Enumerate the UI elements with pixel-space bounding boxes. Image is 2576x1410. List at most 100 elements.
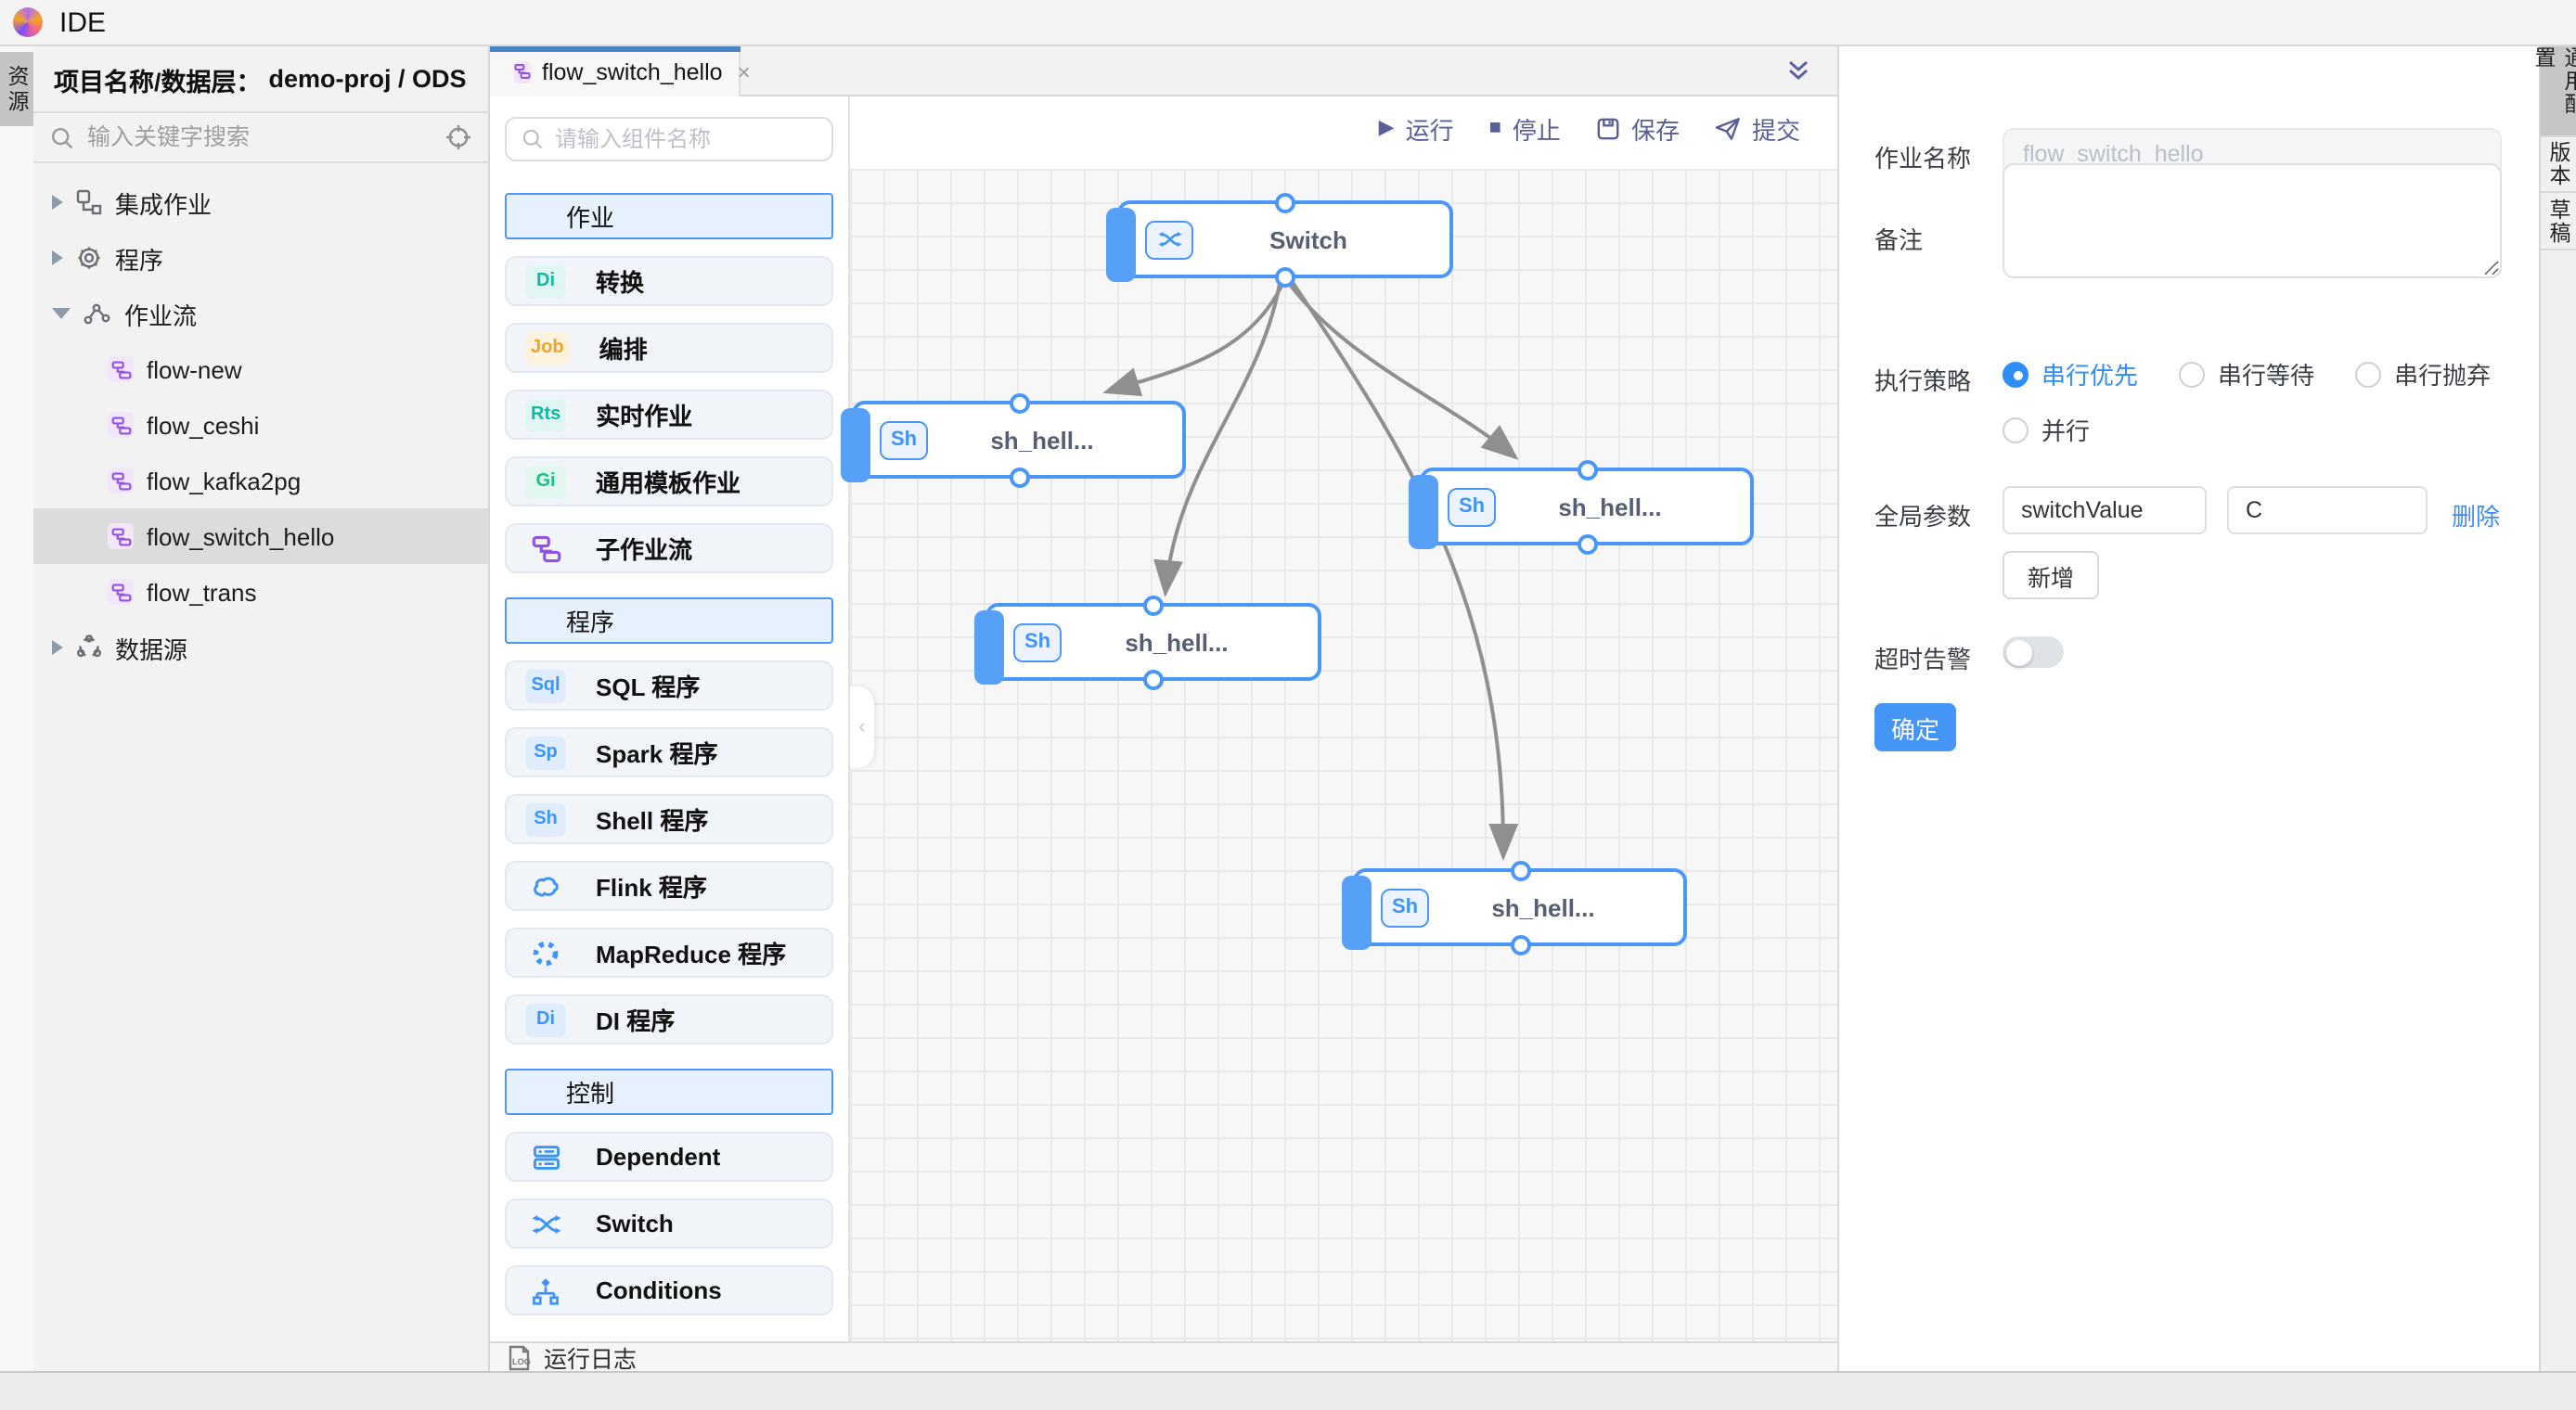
tree-group-integration[interactable]: 集成作业 xyxy=(33,174,488,230)
param-key-input[interactable] xyxy=(2003,486,2207,534)
port-in[interactable] xyxy=(1275,192,1295,212)
job-name-label: 作业名称 xyxy=(1874,145,1972,173)
port-out[interactable] xyxy=(1143,669,1164,689)
stop-icon: ■ xyxy=(1488,117,1501,139)
palette-item-orchestrate[interactable]: Job 编排 xyxy=(505,323,833,373)
timeout-toggle[interactable] xyxy=(2003,636,2064,668)
gi-badge: Gi xyxy=(525,465,566,498)
add-param-button[interactable]: 新增 xyxy=(2003,551,2099,599)
node-sh4[interactable]: Sh sh_hell... xyxy=(1342,860,1687,955)
chevron-double-down-icon[interactable] xyxy=(1785,58,1811,83)
tree-group-programs[interactable]: 程序 xyxy=(33,230,488,286)
palette-item-sql[interactable]: Sql SQL 程序 xyxy=(505,660,833,711)
tree-item-flow-switch-hello[interactable]: flow_switch_hello xyxy=(33,508,488,564)
palette-section-jobs[interactable]: 作业 xyxy=(505,193,833,239)
port-in[interactable] xyxy=(1577,459,1597,480)
edge-switch-sh1[interactable] xyxy=(1102,277,1287,397)
stop-button[interactable]: ■ 停止 xyxy=(1489,111,1561,147)
tree-label: flow_kafka2pg xyxy=(147,467,302,494)
play-icon: ▶ xyxy=(1378,117,1395,139)
run-button[interactable]: ▶ 运行 xyxy=(1379,111,1454,147)
port-out[interactable] xyxy=(1510,934,1530,955)
workflow-icon xyxy=(84,301,111,327)
chevron-left-icon: ‹ xyxy=(858,716,866,738)
sidebar-search-input[interactable] xyxy=(87,124,432,150)
tree-group-workflows[interactable]: 作业流 xyxy=(33,286,488,341)
caret-right-icon[interactable] xyxy=(52,250,63,265)
param-value-input[interactable] xyxy=(2227,486,2428,534)
tree-item-flow-ceshi[interactable]: flow_ceshi xyxy=(33,397,488,453)
rail-tab-general-config[interactable]: 通用配置 xyxy=(2532,46,2576,137)
caret-right-icon[interactable] xyxy=(52,640,63,655)
node-sh2[interactable]: Sh sh_hell... xyxy=(1409,459,1754,554)
submit-label: 提交 xyxy=(1751,117,1800,145)
port-in[interactable] xyxy=(1510,860,1530,880)
palette-item-transform[interactable]: Di 转换 xyxy=(505,256,833,306)
palette-item-dependent[interactable]: Dependent xyxy=(505,1132,833,1182)
caret-down-icon[interactable] xyxy=(52,308,71,319)
run-log-bar[interactable]: LOG 运行日志 xyxy=(490,1341,1837,1374)
search-icon xyxy=(522,128,544,150)
node-sh3[interactable]: Sh sh_hell... xyxy=(974,595,1321,689)
palette-item-template-job[interactable]: Gi 通用模板作业 xyxy=(505,456,833,506)
palette-section-control[interactable]: 控制 xyxy=(505,1069,833,1115)
item-label: 实时作业 xyxy=(596,403,693,430)
confirm-button[interactable]: 确定 xyxy=(1874,703,1956,751)
rail-tab-version[interactable]: 版本 xyxy=(2541,137,2576,193)
section-title: 控制 xyxy=(566,1080,615,1108)
save-button[interactable]: 保存 xyxy=(1596,111,1680,147)
tree-item-flow-trans[interactable]: flow_trans xyxy=(33,564,488,620)
palette-item-di[interactable]: Di DI 程序 xyxy=(505,994,833,1045)
item-label: Shell 程序 xyxy=(596,807,709,835)
palette-search-input[interactable] xyxy=(555,126,817,152)
edge-switch-sh2[interactable] xyxy=(1283,276,1519,460)
node-switch[interactable]: Switch xyxy=(1106,192,1453,287)
project-header: 项目名称/数据层： demo-proj / ODS xyxy=(33,46,488,111)
delete-param-link[interactable]: 删除 xyxy=(2452,503,2501,531)
rail-tab-draft[interactable]: 草稿 xyxy=(2541,193,2576,250)
port-out[interactable] xyxy=(1009,467,1029,487)
di-badge: Di xyxy=(525,1003,566,1036)
tree-item-flow-new[interactable]: flow-new xyxy=(33,341,488,397)
palette-item-realtime[interactable]: Rts 实时作业 xyxy=(505,390,833,440)
rail-tab-resources[interactable]: 资源 xyxy=(0,52,33,126)
editor-tab-flow-switch-hello[interactable]: flow_switch_hello × xyxy=(490,46,751,96)
tree-group-datasources[interactable]: 数据源 xyxy=(33,620,488,675)
palette-item-shell[interactable]: Sh Shell 程序 xyxy=(505,794,833,844)
sp-badge: Sp xyxy=(525,736,566,769)
palette-section-programs[interactable]: 程序 xyxy=(505,597,833,644)
port-in[interactable] xyxy=(1143,595,1164,615)
edge-switch-sh3[interactable] xyxy=(1153,277,1282,597)
palette-search xyxy=(505,117,833,161)
project-header-label: 项目名称/数据层： xyxy=(54,68,262,96)
palette-item-conditions[interactable]: Conditions xyxy=(505,1265,833,1315)
palette-collapse-handle[interactable]: ‹ xyxy=(850,686,874,768)
submit-button[interactable]: 提交 xyxy=(1715,111,1800,147)
remark-textarea[interactable] xyxy=(2003,163,2502,278)
port-out[interactable] xyxy=(1275,266,1295,287)
port-in[interactable] xyxy=(1009,392,1029,413)
radio-label: 串行优先 xyxy=(2041,362,2139,390)
radio-serial-wait[interactable]: 串行等待 xyxy=(2179,356,2314,391)
palette-item-flink[interactable]: Flink 程序 xyxy=(505,861,833,911)
palette-item-mapreduce[interactable]: MapReduce 程序 xyxy=(505,928,833,978)
workflow-canvas[interactable]: ▶ 运行 ■ 停止 保存 提交 xyxy=(841,96,1837,1341)
radio-serial-discard[interactable]: 串行抛弃 xyxy=(2355,356,2491,391)
port-out[interactable] xyxy=(1577,533,1597,554)
edge-switch-sh4[interactable] xyxy=(1288,276,1519,861)
close-icon[interactable]: × xyxy=(737,58,751,84)
integration-icon xyxy=(76,189,102,215)
subworkflow-icon xyxy=(525,532,566,565)
radio-serial-priority[interactable]: 串行优先 xyxy=(2003,356,2138,391)
tree-item-flow-kafka2pg[interactable]: flow_kafka2pg xyxy=(33,453,488,508)
app-logo-icon xyxy=(13,7,43,37)
global-params-label: 全局参数 xyxy=(1874,503,1972,531)
crosshair-icon[interactable] xyxy=(445,124,471,150)
radio-parallel[interactable]: 并行 xyxy=(2003,412,2090,447)
caret-right-icon[interactable] xyxy=(52,195,63,210)
project-header-value: demo-proj / ODS xyxy=(268,65,467,93)
palette-item-spark[interactable]: Sp Spark 程序 xyxy=(505,727,833,777)
node-sh1[interactable]: Sh sh_hell... xyxy=(841,392,1186,487)
palette-item-switch[interactable]: Switch xyxy=(505,1198,833,1249)
palette-item-subworkflow[interactable]: 子作业流 xyxy=(505,523,833,573)
